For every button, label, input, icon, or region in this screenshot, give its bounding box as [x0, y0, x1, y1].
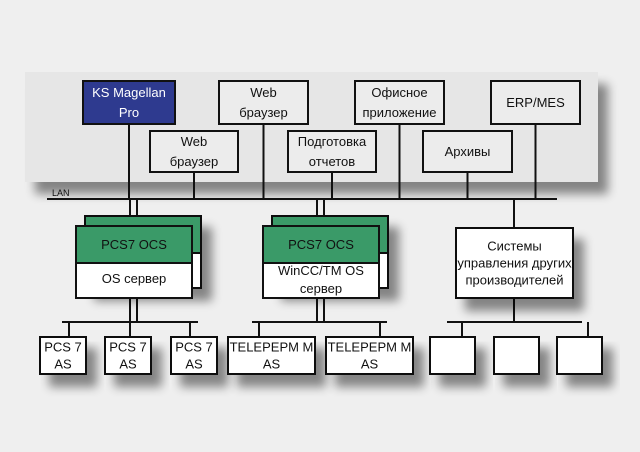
server-header: [75, 225, 193, 264]
field-device-box[interactable]: [39, 336, 87, 375]
field-device-box[interactable]: [429, 336, 476, 375]
reports-label: Подготовка: [298, 134, 367, 149]
web-browser-1-box[interactable]: [218, 80, 309, 125]
archives-label: Архивы: [445, 144, 491, 159]
lan-label: LAN: [52, 188, 70, 198]
other-systems-box[interactable]: [455, 227, 574, 299]
office-app-label: приложение: [363, 105, 437, 120]
other-systems-label: производителей: [466, 273, 564, 288]
server-header: [262, 225, 380, 264]
field-device-label: AS: [54, 357, 72, 372]
field-device-label: PCS 7: [109, 340, 147, 355]
field-device-label: PCS 7: [44, 340, 82, 355]
field-device-label: AS: [185, 357, 203, 372]
field-device-box[interactable]: [104, 336, 152, 375]
office-app-box[interactable]: [354, 80, 445, 125]
pcs7-os-server-body-label: OS сервер: [102, 271, 167, 286]
field-device-label: TELEPEPM M: [230, 340, 314, 355]
web-browser-2-box[interactable]: [149, 130, 239, 173]
archives-box[interactable]: [422, 130, 513, 173]
web-browser-2-label: Web: [181, 134, 208, 149]
web-browser-2-label: браузер: [170, 154, 219, 169]
field-device-label: AS: [361, 357, 379, 372]
field-device-box[interactable]: [227, 336, 316, 375]
pcs7-os-server-box[interactable]: PCS7 OCS OS сервер: [75, 225, 193, 299]
wincc-tm-server-body-label: WinCC/TM OS: [278, 263, 364, 278]
magellan-label: KS Magellan: [92, 85, 166, 100]
field-device-label: TELEPEPM M: [328, 340, 412, 355]
field-device-box[interactable]: [325, 336, 414, 375]
magellan-box[interactable]: [82, 80, 176, 125]
web-browser-1-label: Web: [250, 85, 277, 100]
field-device-label: PCS 7: [175, 340, 213, 355]
web-browser-1-label: браузер: [239, 105, 288, 120]
wincc-tm-server-header-label: PCS7 OCS: [288, 237, 354, 252]
office-app-label: Офисное: [371, 85, 427, 100]
field-device-box[interactable]: [170, 336, 218, 375]
other-systems-label: Системы: [487, 239, 541, 254]
reports-label: отчетов: [309, 154, 356, 169]
reports-box[interactable]: [287, 130, 377, 173]
pcs7-os-server-header-label: PCS7 OCS: [101, 237, 167, 252]
nodes: KS MagellanProWebбраузерОфисноеприложени…: [39, 80, 603, 375]
field-device-label: AS: [119, 357, 137, 372]
connection-lines: [47, 124, 589, 337]
erp-mes-label: ERP/MES: [506, 95, 565, 110]
wincc-tm-server-body-label: сервер: [300, 281, 342, 296]
wincc-tm-server-box[interactable]: PCS7 OCS WinCC/TM OS сервер: [262, 225, 380, 299]
magellan-label: Pro: [119, 105, 139, 120]
erp-mes-box[interactable]: [490, 80, 581, 125]
field-device-box[interactable]: [493, 336, 540, 375]
field-device-label: AS: [263, 357, 281, 372]
other-systems-label: управления других: [457, 256, 572, 271]
field-device-box[interactable]: [556, 336, 603, 375]
